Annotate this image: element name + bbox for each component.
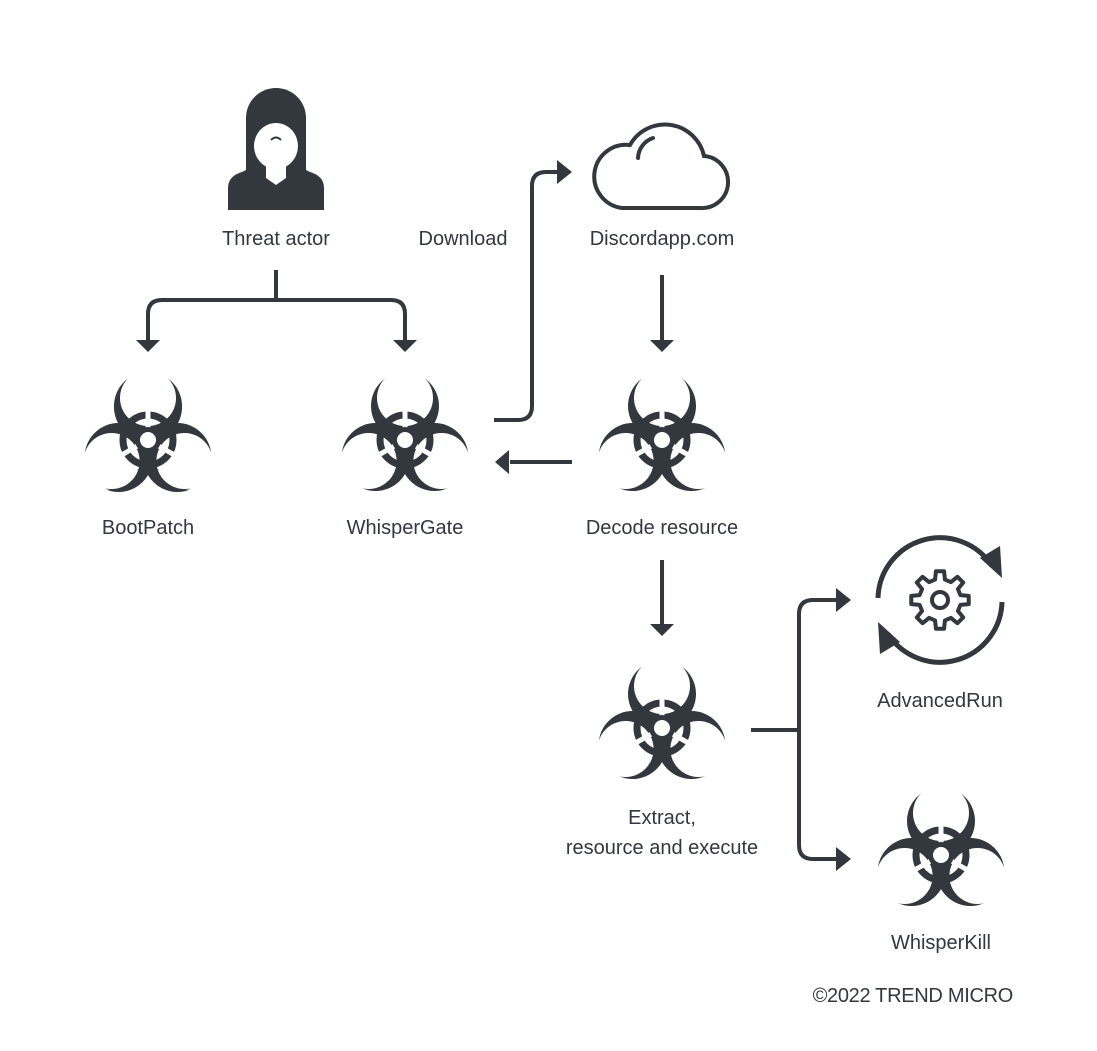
label-decode-resource: Decode resource: [585, 517, 739, 539]
gear-icon: [909, 569, 971, 631]
arrowhead-discord: [557, 160, 572, 184]
edge-to-whispergate: [276, 298, 407, 342]
arrowhead-advancedrun: [836, 588, 851, 612]
arrowhead-whisperkill: [836, 847, 851, 871]
edge-to-whisperkill: [797, 730, 838, 861]
cloud-icon: [592, 122, 730, 211]
biohazard-icon-bootpatch: [84, 370, 213, 491]
arrowhead-bootpatch: [136, 340, 160, 352]
label-whisperkill: WhisperKill: [890, 932, 992, 954]
arrowhead-whispergate-left: [495, 450, 509, 474]
edge-to-advancedrun: [797, 598, 838, 730]
threat-actor-icon: [228, 88, 324, 210]
gear-cycle-icon: [875, 535, 1005, 665]
arrowhead-extract: [650, 624, 674, 636]
label-whispergate: WhisperGate: [346, 517, 464, 539]
label-download-edge: Download: [418, 228, 508, 250]
label-bootpatch: BootPatch: [101, 517, 195, 539]
biohazard-icon-decode-resource: [598, 370, 727, 491]
biohazard-icon-whispergate: [341, 370, 470, 491]
copyright-footer: ©2022 TREND MICRO: [812, 985, 1014, 1007]
label-advancedrun: AdvancedRun: [877, 690, 1003, 712]
label-extract-line1: Extract,: [628, 807, 696, 829]
arrowhead-decode: [650, 340, 674, 352]
label-threat-actor: Threat actor: [222, 228, 330, 250]
edge-download: [494, 170, 558, 422]
biohazard-icon-extract-execute: [598, 658, 727, 779]
biohazard-icon-whisperkill: [877, 785, 1006, 906]
label-discordapp: Discordapp.com: [589, 228, 735, 250]
label-extract-line2: resource and execute: [565, 837, 759, 859]
arrowhead-whispergate: [393, 340, 417, 352]
arrowheads: [136, 160, 851, 871]
connectors: [146, 170, 838, 861]
edge-to-bootpatch: [146, 298, 276, 342]
